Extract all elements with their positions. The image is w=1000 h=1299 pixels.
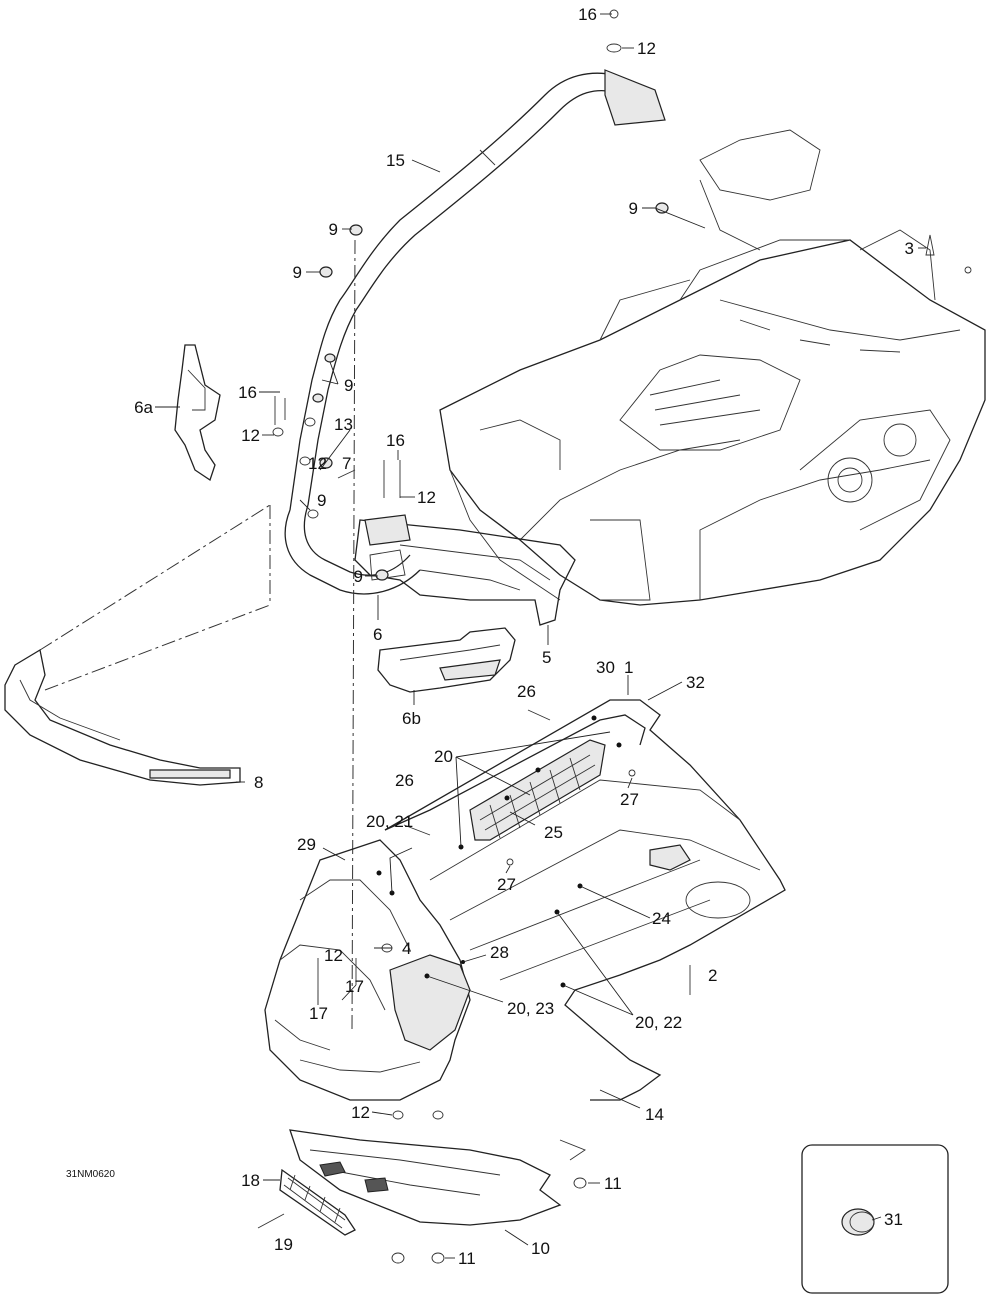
callout-labels: 16 12 15 9 9 9 3 9 16 6a 12 13 16 12 7 1… (66, 5, 914, 1268)
callout-15: 15 (386, 151, 405, 170)
bracket-6a (174, 344, 221, 482)
callout-13: 13 (334, 415, 353, 434)
callout-28: 28 (490, 943, 509, 962)
bottom-pan-1 (384, 699, 786, 1101)
callout-29: 29 (297, 835, 316, 854)
callout-1: 1 (624, 658, 633, 677)
callout-27: 27 (497, 875, 516, 894)
leader-lines (155, 13, 926, 1259)
callout-20-22: 20, 22 (635, 1013, 682, 1032)
callout-9: 9 (629, 199, 638, 218)
callout-3: 3 (905, 239, 914, 258)
callout-12: 12 (241, 426, 260, 445)
callout-11: 11 (604, 1174, 622, 1193)
callout-9: 9 (329, 220, 338, 239)
callout-4: 4 (402, 939, 411, 958)
callout-9: 9 (344, 376, 353, 395)
callout-24: 24 (652, 909, 671, 928)
callout-27: 27 (620, 790, 639, 809)
side-panel-29 (264, 839, 471, 1101)
grille-18 (279, 1168, 356, 1236)
callout-6b: 6b (402, 709, 421, 728)
callout-17: 17 (309, 1004, 328, 1023)
callout-6a: 6a (134, 398, 153, 417)
callout-2: 2 (708, 966, 717, 985)
callout-9: 9 (293, 263, 302, 282)
callout-8: 8 (254, 773, 263, 792)
alignment-line (351, 239, 356, 1031)
bumper-tube (284, 69, 666, 595)
callout-16: 16 (578, 5, 597, 24)
callout-16: 16 (386, 431, 405, 450)
callout-6: 6 (373, 625, 382, 644)
callout-16: 16 (238, 383, 257, 402)
chin-plate-10 (289, 1129, 586, 1226)
callout-12: 12 (324, 946, 343, 965)
callout-9: 9 (317, 491, 326, 510)
detail-box-31 (801, 1144, 949, 1294)
mesh-screen-25 (469, 739, 606, 841)
callout-11: 11 (458, 1249, 476, 1268)
callout-17: 17 (345, 977, 364, 996)
callout-7: 7 (342, 454, 351, 473)
callout-18: 18 (241, 1171, 260, 1190)
callout-31: 31 (884, 1210, 903, 1229)
callout-25: 25 (544, 823, 563, 842)
callout-12: 12 (637, 39, 656, 58)
callout-32: 32 (686, 673, 705, 692)
callout-5: 5 (542, 648, 551, 667)
fasteners (257, 9, 972, 1264)
callout-14: 14 (645, 1105, 664, 1124)
callout-12: 12 (308, 454, 327, 473)
callout-20: 20 (434, 747, 453, 766)
callout-19: 19 (274, 1235, 293, 1254)
callout-26: 26 (395, 771, 414, 790)
callout-20-23: 20, 23 (507, 999, 554, 1018)
bracket-assembly-5 (354, 514, 576, 626)
callout-9: 9 (354, 567, 363, 586)
bracket-6b (377, 627, 516, 693)
callout-12: 12 (351, 1103, 370, 1122)
callout-12: 12 (417, 488, 436, 507)
callout-26: 26 (517, 682, 536, 701)
callout-30: 30 (596, 658, 615, 677)
chassis-frame (439, 129, 986, 606)
drawing-code: 31NM0620 (66, 1169, 115, 1180)
callout-10: 10 (531, 1239, 550, 1258)
front-bumper-8 (4, 504, 271, 786)
callout-20-21: 20, 21 (366, 812, 413, 831)
